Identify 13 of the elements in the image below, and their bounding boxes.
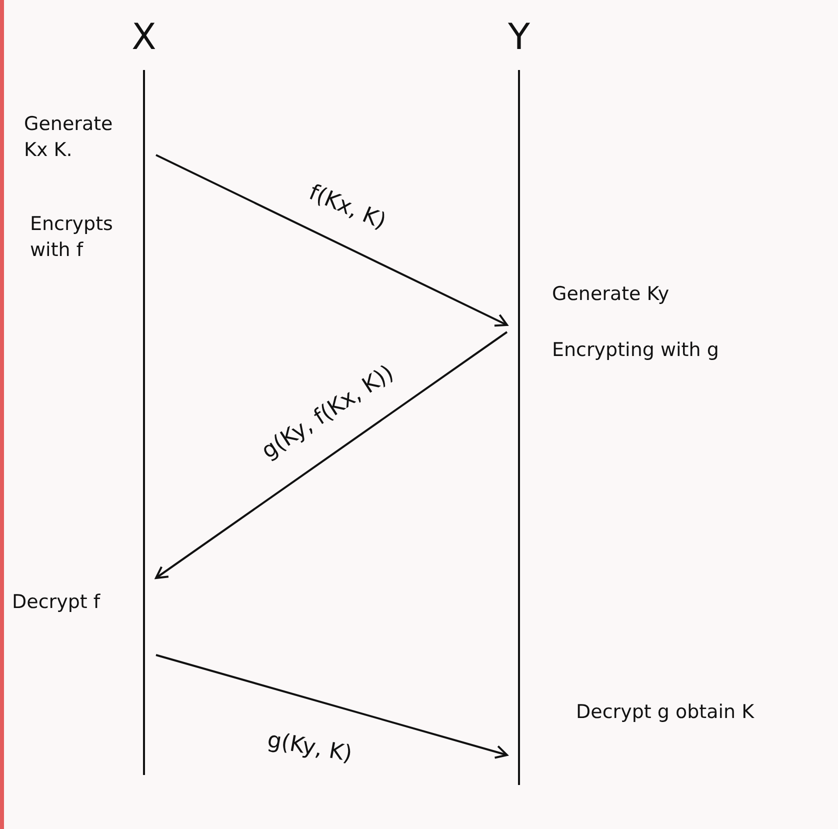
message-arrow [155, 331, 508, 579]
lifeline [507, 20, 531, 785]
participant-name: Y [508, 20, 530, 60]
message-arrow [156, 654, 508, 759]
step-note: Encrypts with f [30, 212, 114, 263]
step-note: Decrypt g obtain K [576, 700, 756, 725]
step-note: Generate Ky [552, 282, 670, 307]
participant-name: X [132, 20, 156, 60]
step-note: Generate Kx K. [24, 112, 114, 163]
lifeline [132, 20, 156, 775]
step-note: Encrypting with g [552, 338, 720, 363]
message-arrow [156, 154, 508, 327]
step-note: Decrypt f [12, 590, 102, 615]
